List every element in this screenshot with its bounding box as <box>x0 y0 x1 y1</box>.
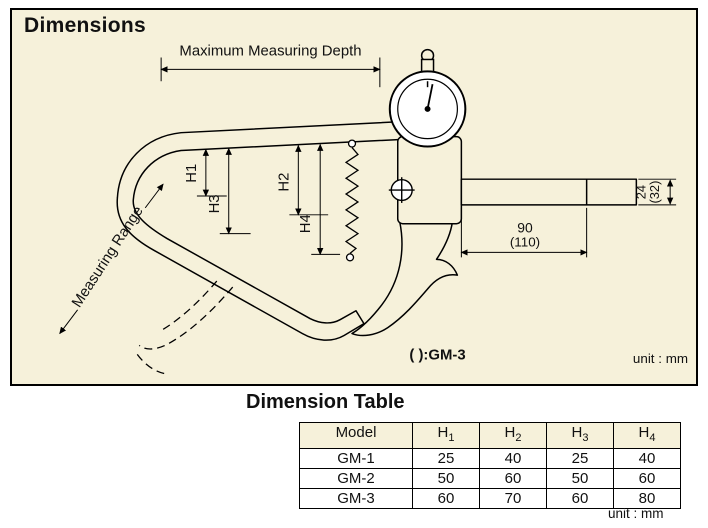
caliper-dimension-drawing: Maximum Measuring Depth H1 H3 H2 H4 <box>59 44 688 375</box>
panel-title: Dimensions <box>24 14 147 37</box>
label-32: (32) <box>647 181 662 204</box>
column-header-h2: H2 <box>479 422 547 449</box>
mounting-stem <box>460 178 638 206</box>
table-title: Dimension Table <box>246 391 405 413</box>
table-header-row: Model H1 H2 H3 H4 <box>299 422 681 449</box>
cell-value: 60 <box>613 468 681 489</box>
lower-contact-point <box>345 253 355 262</box>
handle <box>351 220 459 337</box>
label-24: 24 <box>633 185 648 199</box>
header-text: H <box>504 424 516 441</box>
gauge-body <box>396 135 463 225</box>
dial-center-dot <box>424 105 431 112</box>
spring-coil <box>344 147 360 254</box>
label-h1: H1 <box>184 164 200 183</box>
cell-model: GM-2 <box>299 468 413 489</box>
column-header-h3: H3 <box>546 422 614 449</box>
panel-notes: ( ):GM-3 unit : mm <box>409 347 688 366</box>
dial-needle <box>426 84 434 110</box>
label-h2: H2 <box>276 173 292 192</box>
header-text: H <box>638 424 650 441</box>
range-arrow-upper <box>144 183 164 209</box>
column-header-model: Model <box>299 422 413 449</box>
dial-indicator <box>388 48 467 148</box>
cell-value: 40 <box>479 448 547 469</box>
dimensions-panel: Dimensions <box>10 8 698 386</box>
header-text: Model <box>335 424 377 441</box>
cell-value: 25 <box>546 448 614 469</box>
cell-value: 25 <box>412 448 480 469</box>
label-110: (110) <box>510 234 540 249</box>
table-row-gm2: GM-2 50 60 50 60 <box>299 468 681 489</box>
paren-note: ( ):GM-3 <box>409 347 465 363</box>
cell-value: 60 <box>479 468 547 489</box>
measuring-range-annotation: Measuring Range <box>59 183 164 335</box>
spindle-spring <box>344 139 360 262</box>
dim-h4: H4 <box>298 143 341 256</box>
dimension-table: Model H1 H2 H3 H4 GM-1 25 40 25 40 GM-2 … <box>299 422 681 509</box>
dim-h2: H2 <box>276 144 329 216</box>
label-h3: H3 <box>207 194 223 213</box>
dim-h3: H3 <box>207 147 251 235</box>
header-sub: 2 <box>515 432 522 444</box>
caliper-frame <box>116 120 638 341</box>
column-header-h1: H1 <box>412 422 480 449</box>
cell-model: GM-3 <box>299 488 413 509</box>
upper-contact-point <box>347 139 357 148</box>
workpiece-edge <box>136 353 168 375</box>
label-h4: H4 <box>298 214 314 233</box>
table-row-gm3: GM-3 60 70 60 80 <box>299 488 681 509</box>
column-header-h4: H4 <box>613 422 681 449</box>
header-text: H <box>571 424 583 441</box>
cell-value: 50 <box>412 468 480 489</box>
table-row-gm1: GM-1 25 40 25 40 <box>299 448 681 469</box>
dim-stem-length: 90 (110) <box>460 207 588 258</box>
label-measuring-range: Measuring Range <box>69 204 146 311</box>
unit-note-table: unit : mm <box>608 506 664 521</box>
header-text: H <box>437 424 449 441</box>
cell-value: 60 <box>412 488 480 509</box>
cell-value: 70 <box>479 488 547 509</box>
header-sub: 4 <box>649 432 656 444</box>
dim-stem-diameter: 24 (32) <box>633 178 677 206</box>
frame-arm <box>116 120 419 341</box>
workpiece-edge <box>160 280 218 332</box>
cell-value: 40 <box>613 448 681 469</box>
range-arrow-lower <box>59 309 79 335</box>
cell-value: 50 <box>546 468 614 489</box>
cell-value: 60 <box>546 488 614 509</box>
cell-model: GM-1 <box>299 448 413 469</box>
thumb-roller <box>388 177 415 203</box>
header-sub: 3 <box>582 432 589 444</box>
unit-note-panel: unit : mm <box>633 351 688 366</box>
label-max-depth: Maximum Measuring Depth <box>179 44 361 60</box>
header-sub: 1 <box>448 432 455 444</box>
workpiece-dashed-outline <box>136 280 234 375</box>
cell-value: 80 <box>613 488 681 509</box>
dim-h1: H1 <box>184 148 227 197</box>
label-90: 90 <box>517 220 533 236</box>
dim-max-depth: Maximum Measuring Depth <box>160 44 381 88</box>
workpiece-edge <box>138 286 234 350</box>
